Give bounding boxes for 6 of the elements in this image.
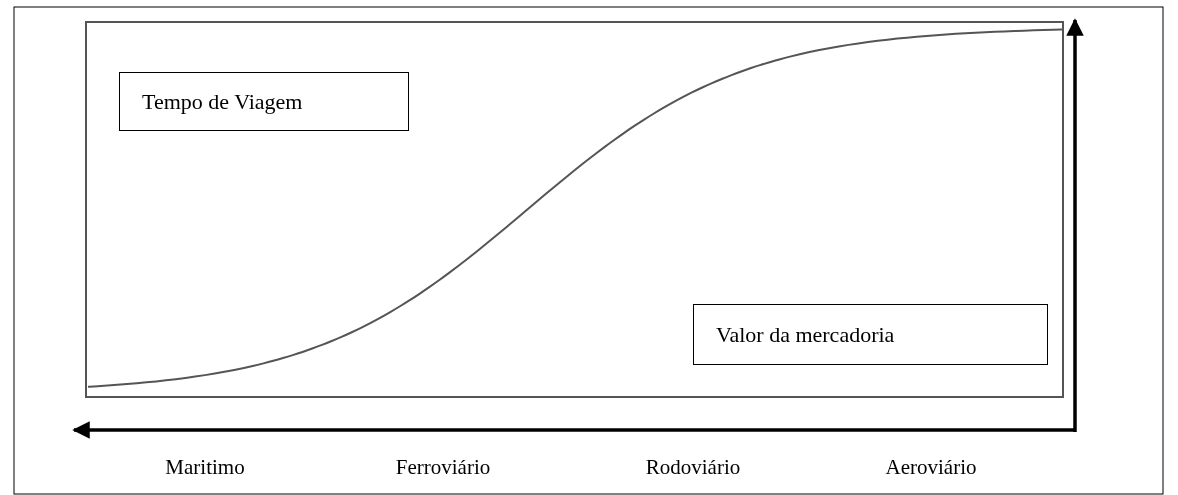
text-box: Tempo de Viagem	[119, 72, 409, 131]
category-label: Maritimo	[165, 455, 245, 480]
category-label: Rodoviário	[645, 455, 741, 480]
category-label: Aeroviário	[885, 455, 977, 480]
text-box: Valor da mercadoria	[693, 304, 1048, 365]
category-label: Ferroviário	[395, 455, 491, 480]
